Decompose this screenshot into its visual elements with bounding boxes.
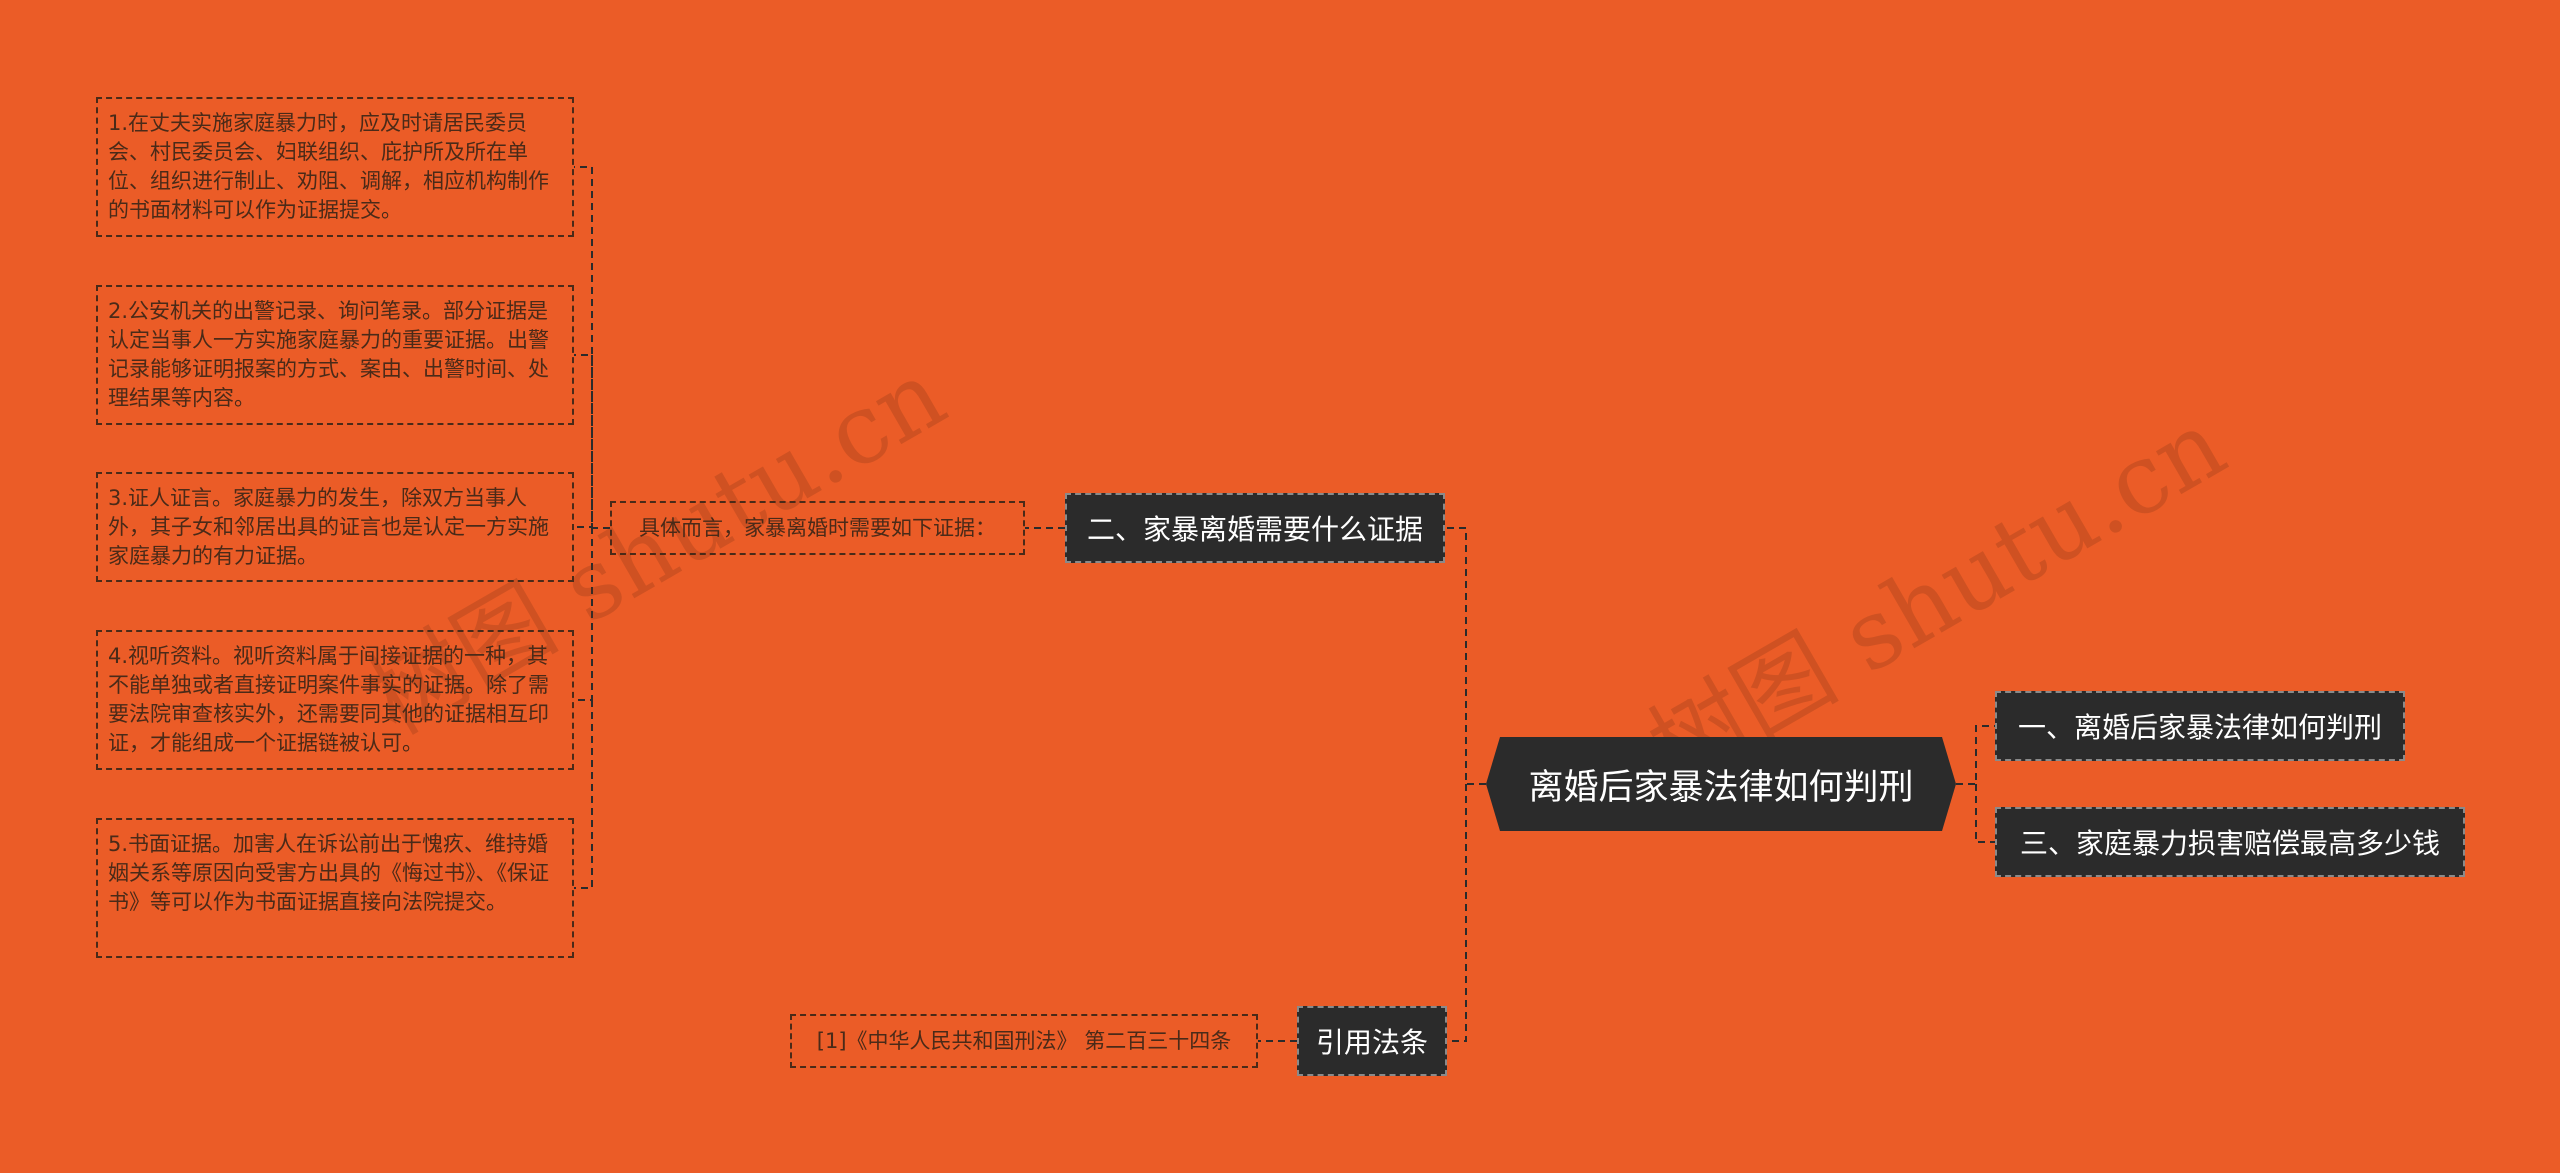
evidence-item-3[interactable]: 3.证人证言。家庭暴力的发生，除双方当事人外，其子女和邻居出具的证言也是认定一方…	[96, 472, 574, 582]
citation-node[interactable]: [1]《中华人民共和国刑法》 第二百三十四条	[790, 1014, 1258, 1068]
branch-sentencing[interactable]: 一、离婚后家暴法律如何判刑	[1995, 691, 2405, 761]
connector-root-right-2	[1975, 784, 1995, 843]
connector-intro-leaves	[574, 166, 610, 889]
evidence-item-5[interactable]: 5.书面证据。加害人在诉讼前出于愧疚、维持婚姻关系等原因向受害方出具的《悔过书》…	[96, 818, 574, 958]
root-node[interactable]: 离婚后家暴法律如何判刑	[1486, 737, 1956, 831]
evidence-intro-node[interactable]: 具体而言，家暴离婚时需要如下证据：	[610, 501, 1025, 555]
branch-evidence[interactable]: 二、家暴离婚需要什么证据	[1065, 493, 1445, 563]
evidence-item-2[interactable]: 2.公安机关的出警记录、询问笔录。部分证据是认定当事人一方实施家庭暴力的重要证据…	[96, 285, 574, 425]
connector-root-left	[1447, 527, 1486, 785]
connector-root-right	[1956, 725, 1995, 785]
evidence-item-4[interactable]: 4.视听资料。视听资料属于间接证据的一种，其不能单独或者直接证明案件事实的证据。…	[96, 630, 574, 770]
connector-root-cite	[1447, 784, 1467, 1042]
evidence-item-1[interactable]: 1.在丈夫实施家庭暴力时，应及时请居民委员会、村民委员会、妇联组织、庇护所及所在…	[96, 97, 574, 237]
branch-citation[interactable]: 引用法条	[1297, 1006, 1447, 1076]
branch-compensation[interactable]: 三、家庭暴力损害赔偿最高多少钱	[1995, 807, 2465, 877]
